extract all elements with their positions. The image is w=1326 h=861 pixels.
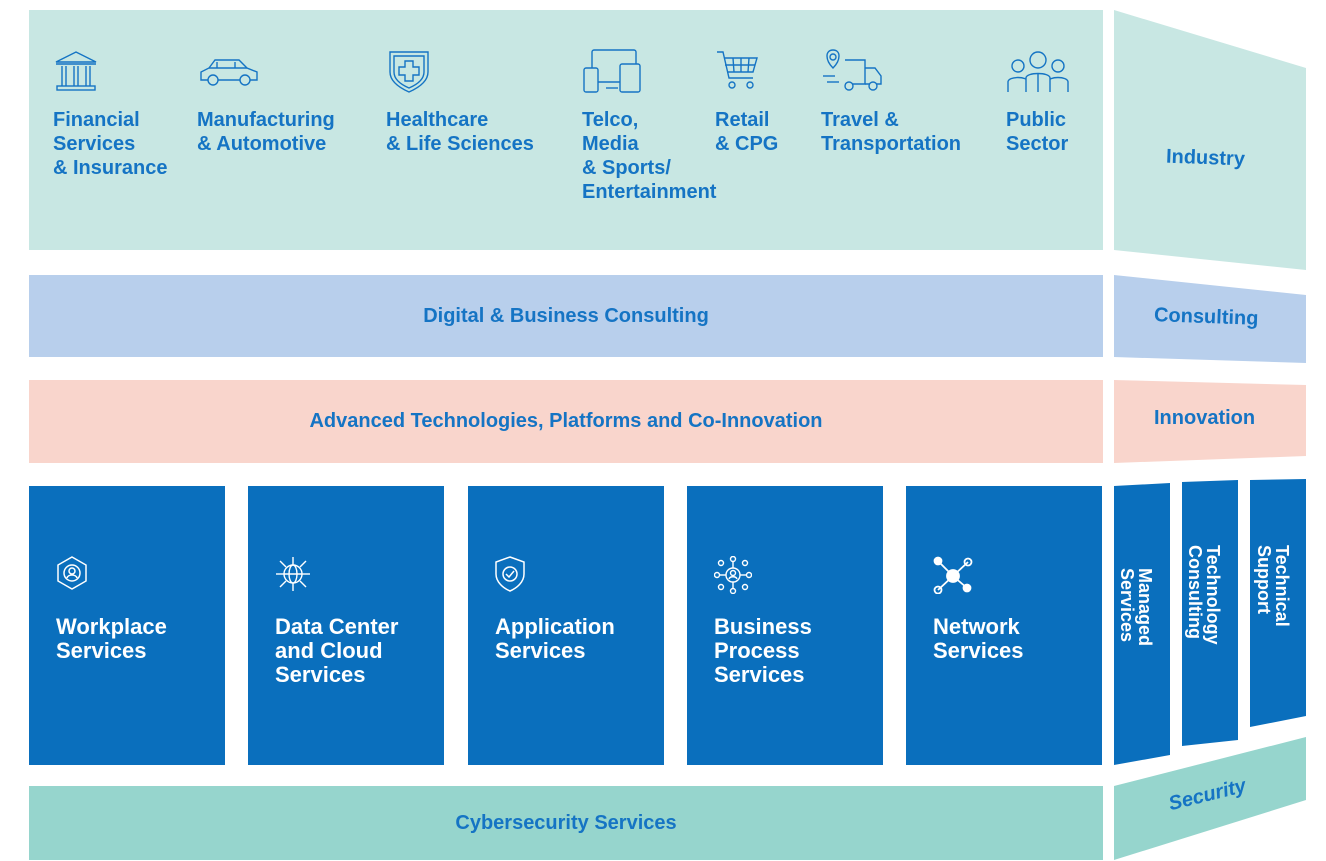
industry-label: Healthcare & Life Sciences bbox=[386, 109, 534, 155]
shield-check-icon bbox=[495, 556, 525, 592]
industry-label: Telco, Media & Sports/ Entertainment bbox=[582, 109, 717, 203]
car-icon bbox=[200, 59, 258, 86]
health-shield-icon bbox=[389, 51, 429, 93]
industry-label: Public Sector bbox=[1006, 109, 1069, 155]
service-workplace: Workplace Services bbox=[29, 486, 225, 765]
service-label: Network Services bbox=[933, 614, 1024, 663]
managed-side-shape bbox=[1114, 483, 1170, 765]
service-label: Data Center and Cloud Services bbox=[275, 614, 399, 687]
service-label: Workplace Services bbox=[56, 614, 167, 663]
industry-label: Retail & CPG bbox=[715, 109, 779, 155]
industry-label: Manufacturing & Automotive bbox=[197, 109, 335, 155]
service-label: Business Process Services bbox=[714, 614, 812, 687]
side-label-consulting: Consulting bbox=[1153, 304, 1259, 330]
service-application: Application Services bbox=[468, 486, 664, 765]
service-datacenter: Data Center and Cloud Services bbox=[248, 486, 444, 765]
cart-icon bbox=[717, 51, 758, 89]
truck-location-icon bbox=[823, 49, 882, 91]
consulting-band-label: Digital & Business Consulting bbox=[423, 304, 709, 327]
service-network: Network Services bbox=[906, 486, 1102, 765]
industry-item-financial: Financial Services & Insurance bbox=[53, 48, 167, 180]
security-band: Cybersecurity Services bbox=[29, 786, 1103, 860]
innovation-band-label: Advanced Technologies, Platforms and Co-… bbox=[309, 410, 823, 432]
globe-network-icon bbox=[276, 557, 310, 591]
industry-item-manufacturing: Manufacturing & Automotive bbox=[197, 48, 335, 156]
industry-label: Financial Services & Insurance bbox=[53, 109, 168, 179]
security-side-shape bbox=[1114, 737, 1306, 860]
consulting-side-shape bbox=[1114, 275, 1306, 363]
side-label-managed: Managed Services bbox=[1117, 568, 1155, 647]
side-label-industry: Industry bbox=[1165, 145, 1246, 171]
industry-item-retail: Retail & CPG bbox=[715, 48, 778, 156]
industry-label: Travel & Transportation bbox=[821, 109, 962, 155]
industry-item-travel: Travel & Transportation bbox=[821, 48, 961, 156]
consulting-band: Digital & Business Consulting bbox=[29, 275, 1103, 357]
support-side-shape bbox=[1250, 479, 1306, 727]
devices-icon bbox=[583, 49, 641, 93]
side-label-innovation: Innovation bbox=[1154, 407, 1256, 429]
side-label-technology: Technology Consulting bbox=[1185, 545, 1223, 645]
industry-item-public: Public Sector bbox=[1006, 48, 1070, 156]
technology-side-shape bbox=[1182, 480, 1238, 746]
user-hexagon-icon bbox=[57, 556, 87, 590]
service-business-process: Business Process Services bbox=[687, 486, 883, 765]
people-network-icon bbox=[714, 556, 752, 594]
industry-item-telco: Telco, Media & Sports/ Entertainment bbox=[582, 48, 716, 204]
network-nodes-icon bbox=[933, 556, 973, 594]
industry-side-shape bbox=[1114, 10, 1306, 270]
innovation-band: Advanced Technologies, Platforms and Co-… bbox=[29, 380, 1103, 463]
service-label: Application Services bbox=[495, 614, 615, 663]
innovation-side-shape bbox=[1114, 380, 1306, 463]
side-label-support: Technical Support bbox=[1254, 545, 1292, 627]
security-band-label: Cybersecurity Services bbox=[455, 811, 677, 834]
people-icon bbox=[1007, 51, 1069, 92]
industry-item-healthcare: Healthcare & Life Sciences bbox=[386, 48, 534, 156]
bank-icon bbox=[55, 51, 97, 91]
industry-band bbox=[29, 10, 1103, 250]
